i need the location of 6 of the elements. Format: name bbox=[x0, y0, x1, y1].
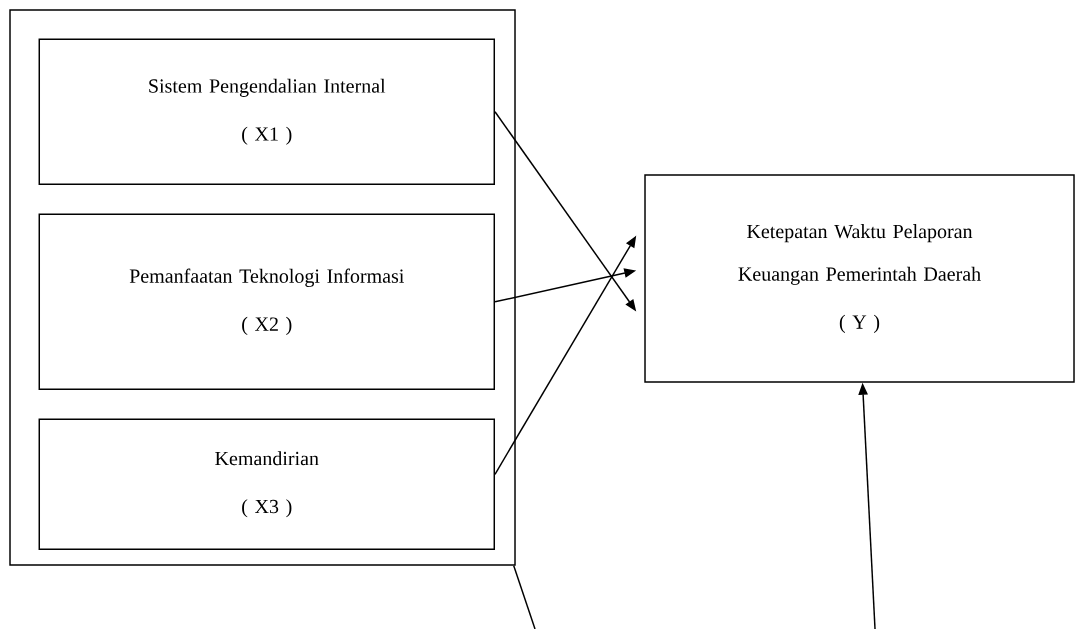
variable-box: Sistem Pengendalian Internal ( X1 ) bbox=[38, 38, 495, 185]
variable-box: Ketepatan Waktu Pelaporan Keuangan Pemerintah Daerah ( Y ) bbox=[644, 174, 1075, 383]
variable-box: Kemandirian ( X3 ) bbox=[38, 418, 495, 550]
group-box bbox=[9, 9, 516, 566]
connector-line bbox=[513, 565, 536, 629]
variable-box: Pemanfaatan Teknologi Informasi ( X2 ) bbox=[38, 213, 495, 390]
